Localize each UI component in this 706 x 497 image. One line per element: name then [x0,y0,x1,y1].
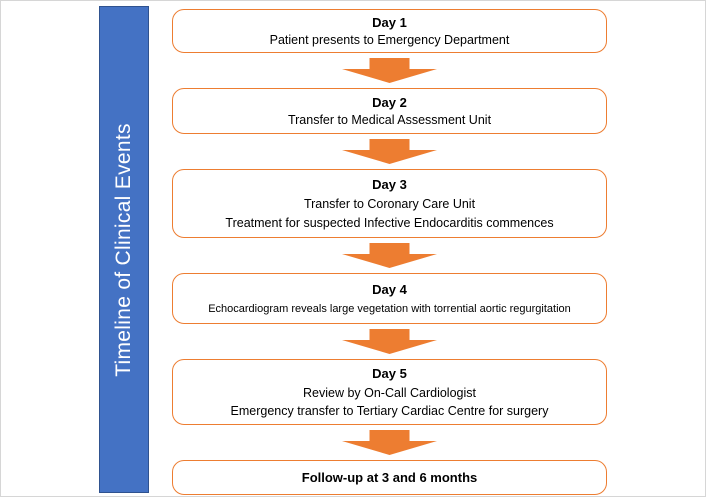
step-box-day-3: Day 3 Transfer to Coronary Care Unit Tre… [172,169,607,238]
step-line: Transfer to Coronary Care Unit [303,197,476,211]
step-box-day-2: Day 2 Transfer to Medical Assessment Uni… [172,88,607,134]
down-arrow-icon [342,329,437,354]
timeline-sidebar-label: Timeline of Clinical Events [112,122,135,377]
down-arrow-icon [342,58,437,83]
step-title: Day 5 [372,366,407,382]
step-title: Day 1 [372,15,407,30]
timeline-sidebar: Timeline of Clinical Events [99,6,149,493]
step-box-day-1: Day 1 Patient presents to Emergency Depa… [172,9,607,53]
step-title: Day 4 [372,282,407,297]
step-line: Transfer to Medical Assessment Unit [287,113,492,128]
down-arrow-icon [342,139,437,164]
timeline-flow: Day 1 Patient presents to Emergency Depa… [172,9,607,495]
step-box-follow-up: Follow-up at 3 and 6 months [172,460,607,495]
down-arrow-icon [342,430,437,455]
step-title: Follow-up at 3 and 6 months [301,470,478,485]
step-box-day-4: Day 4 Echocardiogram reveals large veget… [172,273,607,324]
step-line: Echocardiogram reveals large vegetation … [208,303,571,315]
step-title: Day 2 [372,94,407,110]
step-line: Treatment for suspected Infective Endoca… [225,216,554,230]
step-line: Emergency transfer to Tertiary Cardiac C… [230,403,549,418]
step-line: Patient presents to Emergency Department [269,33,510,47]
step-box-day-5: Day 5 Review by On-Call Cardiologist Eme… [172,359,607,425]
down-arrow-icon [342,243,437,268]
step-title: Day 3 [372,177,407,192]
step-line: Review by On-Call Cardiologist [303,385,476,400]
